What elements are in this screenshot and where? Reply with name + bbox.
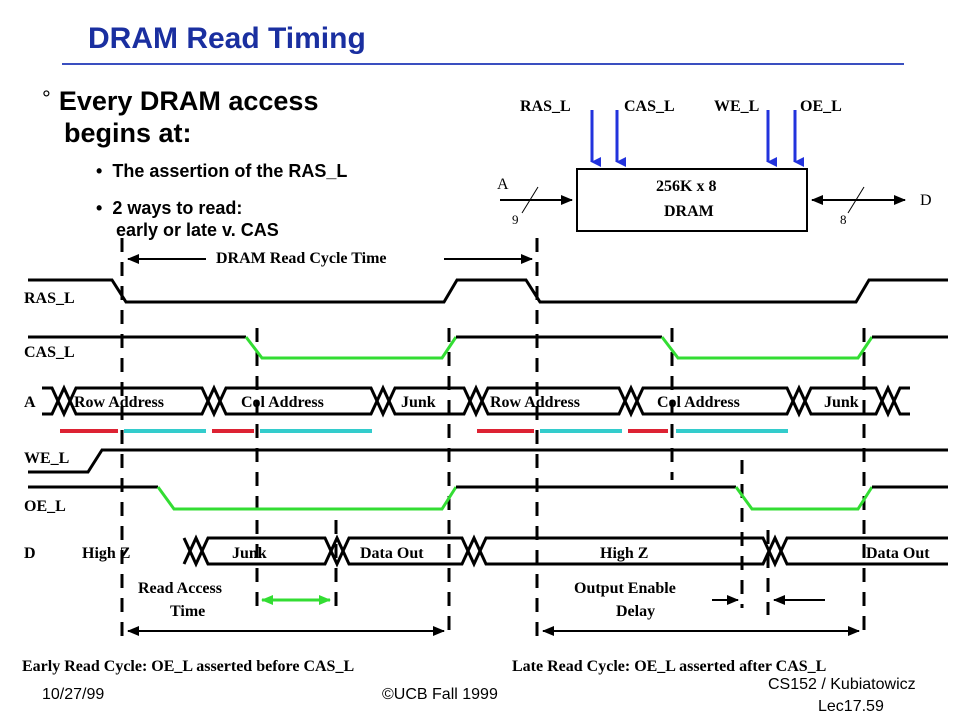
ras-waveform [28, 278, 948, 304]
pin-cas-label: CAS_L [624, 98, 675, 115]
chip-addr-label: A [497, 176, 509, 193]
chip-addr-width: 9 [512, 212, 519, 227]
data-field-junk: Junk [232, 545, 267, 562]
data-bus-waveform [182, 534, 948, 568]
signal-label-d: D [24, 545, 36, 562]
slide-title: DRAM Read Timing [88, 22, 366, 55]
addr-field-col-2: Col Address [657, 394, 740, 411]
addr-field-junk-2: Junk [824, 394, 859, 411]
sub-bullet-marker: • [96, 161, 103, 181]
bullet-marker: ° [42, 86, 51, 111]
main-bullet-line1: Every DRAM access [58, 86, 319, 116]
address-bus-waveform [42, 384, 910, 418]
addr-field-junk-1: Junk [401, 394, 436, 411]
read-access-label-1: Read Access [138, 580, 222, 597]
addr-field-row-2: Row Address [490, 394, 580, 411]
chip-data-label: D [920, 192, 932, 209]
we-waveform [28, 448, 948, 474]
data-field-out-1: Data Out [360, 545, 424, 562]
footer-lecture: Lec17.59 [818, 698, 884, 715]
data-field-out-2: Data Out [866, 545, 930, 562]
footer-date: 10/27/99 [42, 686, 105, 703]
signal-label-we: WE_L [24, 450, 70, 467]
addr-field-row-1: Row Address [74, 394, 164, 411]
oe-low-2 [734, 486, 874, 511]
cas-low-1 [244, 336, 458, 360]
sub-bullet-2-line1: 2 ways to read: [112, 198, 243, 218]
oe-low-1 [156, 486, 458, 511]
cas-low-2 [660, 336, 874, 360]
main-bullet-line2: begins at: [64, 118, 192, 148]
pin-oe-label: OE_L [800, 98, 842, 115]
signal-label-a: A [24, 394, 36, 411]
data-field-highz-1: High Z [82, 545, 131, 562]
footer-course: CS152 / Kubiatowicz [768, 676, 916, 693]
cycle-time-label: DRAM Read Cycle Time [216, 250, 387, 267]
timing-markers [120, 238, 866, 640]
chip-data-width: 8 [840, 212, 847, 227]
sub-bullet-2: • 2 ways to read: early or late v. CAS [96, 197, 279, 241]
read-access-label-2: Time [170, 603, 206, 620]
sub-bullet-1-text: The assertion of the RAS_L [112, 161, 348, 181]
signal-label-oe: OE_L [24, 498, 66, 515]
pin-ras-label: RAS_L [520, 98, 571, 115]
oe-delay-label-2: Delay [616, 603, 656, 620]
addr-field-col-1: Col Address [241, 394, 324, 411]
early-cycle-caption: Early Read Cycle: OE_L asserted before C… [22, 658, 355, 675]
title-underline [62, 63, 904, 65]
signal-label-ras: RAS_L [24, 290, 75, 307]
footer-copyright: ©UCB Fall 1999 [382, 686, 498, 703]
main-bullet: ° Every DRAM access begins at: [42, 86, 318, 148]
chip-name-line2: DRAM [664, 203, 714, 220]
data-field-highz-2: High Z [600, 545, 649, 562]
late-cycle-caption: Late Read Cycle: OE_L asserted after CAS… [512, 658, 827, 675]
sub-bullet-marker: • [96, 198, 103, 218]
sub-bullet-2-line2: early or late v. CAS [116, 220, 279, 240]
pin-we-label: WE_L [714, 98, 760, 115]
dram-chip-box [576, 168, 808, 232]
sub-bullet-1: • The assertion of the RAS_L [96, 160, 347, 182]
oe-delay-label-1: Output Enable [574, 580, 676, 597]
chip-name-line1: 256K x 8 [656, 178, 717, 195]
signal-label-cas: CAS_L [24, 344, 75, 361]
